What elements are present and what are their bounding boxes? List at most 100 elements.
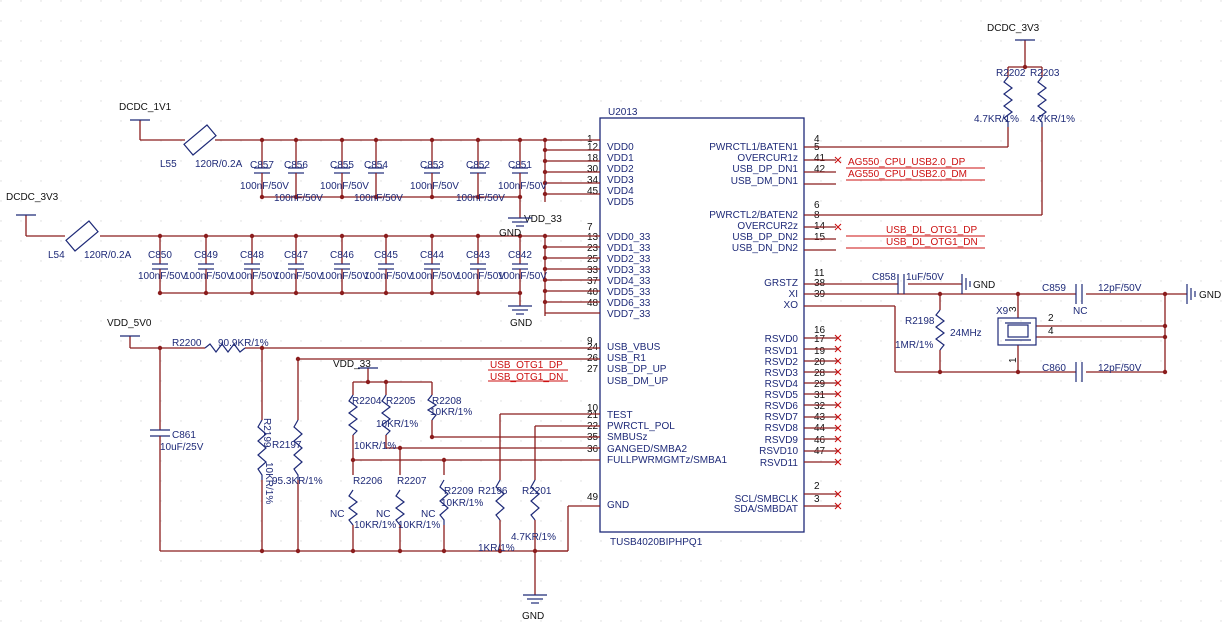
power-dcdc-1v1: DCDC_1V1	[119, 102, 172, 121]
ic-pin-name: VDD6_33	[607, 298, 651, 309]
cap-ref: C846	[330, 250, 354, 261]
svg-text:120R/0.2A: 120R/0.2A	[195, 159, 243, 170]
resistor-r2203[interactable]: R2203 4.7KR/1%	[1030, 68, 1075, 127]
svg-text:C860: C860	[1042, 363, 1066, 374]
crystal-x9[interactable]: X9 24MHz 3 2 4 1	[950, 306, 1054, 363]
cap-value: 100nF/50V	[230, 271, 279, 282]
capacitor-c848[interactable]: C848 100nF/50V	[230, 236, 279, 293]
ic-pin-name: RSVD4	[765, 379, 799, 390]
ic-pin-name: GRSTZ	[764, 278, 798, 289]
svg-text:3: 3	[1008, 306, 1019, 312]
ic-pin-name: VDD7_33	[607, 309, 651, 320]
ic-pin-name: FULLPWRMGMTz/SMBA1	[607, 455, 727, 466]
cap-ref: C843	[466, 250, 490, 261]
ic-pin-name: RSVD10	[759, 446, 798, 457]
ic-pin-number: 16	[814, 325, 826, 336]
cap-value: 100nF/50V	[498, 271, 547, 282]
ic-pin-number: 25	[587, 254, 599, 265]
ic-pin-number: 10	[587, 403, 599, 414]
svg-text:10KR/1%: 10KR/1%	[430, 407, 472, 418]
ic-pin-name: VDD1_33	[607, 243, 651, 254]
ic-pin-name: USB_DP_UP	[607, 364, 667, 375]
gnd-symbol-1: GND	[499, 217, 532, 239]
ic-pin-number: 9	[587, 336, 593, 347]
capacitor-c858[interactable]: C858 1uF/50V	[872, 272, 944, 294]
cap-ref: C848	[240, 250, 264, 261]
cap-value: 100nF/50V	[274, 193, 323, 204]
net-ag550-dp: AG550_CPU_USB2.0_DP	[848, 157, 966, 168]
svg-text:R2208: R2208	[432, 396, 462, 407]
capacitor-c860[interactable]: C860 12pF/50V	[1042, 362, 1142, 382]
net-label-lines	[488, 167, 985, 382]
cap-ref: C842	[508, 250, 532, 261]
svg-text:4.7KR/1%: 4.7KR/1%	[511, 532, 556, 543]
resistor-r2197[interactable]: R2197 95.3KR/1%	[272, 419, 323, 487]
svg-text:GND: GND	[510, 318, 532, 329]
resistor-r2198[interactable]: R2198 1MR/1%	[895, 309, 945, 351]
svg-text:NC: NC	[421, 509, 435, 520]
capacitor-c844[interactable]: C844 100nF/50V	[410, 236, 459, 293]
ic-pin-number: 48	[587, 298, 599, 309]
resistor-r2206[interactable]: R2206 NC 10KR/1%	[330, 476, 396, 531]
cap-value: 100nF/50V	[274, 271, 323, 282]
cap-value: 100nF/50V	[456, 271, 505, 282]
ic-pin-name: RSVD5	[765, 390, 799, 401]
svg-text:R2199: R2199	[261, 418, 272, 448]
resistor-r2205[interactable]: R2205 10KR/1%	[376, 394, 418, 436]
capacitor-c861[interactable]: C861 10uF/25V	[150, 429, 204, 453]
cap-value: 100nF/50V	[410, 271, 459, 282]
svg-text:R2200: R2200	[172, 338, 202, 349]
ferrite-l54[interactable]: L54 120R/0.2A	[48, 220, 132, 261]
svg-text:120R/0.2A: 120R/0.2A	[84, 250, 132, 261]
ic-pin-name: VDD2	[607, 164, 634, 175]
net-usb-dl-otg1-dp: USB_DL_OTG1_DP	[886, 225, 977, 236]
svg-text:DCDC_3V3: DCDC_3V3	[987, 23, 1040, 34]
ic-pin-name: SDA/SMBDAT	[734, 504, 798, 515]
svg-text:12pF/50V: 12pF/50V	[1098, 363, 1142, 374]
resistor-r2196[interactable]: R2196 1KR/1%	[478, 479, 515, 554]
svg-text:10uF/25V: 10uF/25V	[160, 442, 204, 453]
cap-ref: C853	[420, 160, 444, 171]
resistor-r2204[interactable]: R2204 10KR/1%	[348, 394, 396, 452]
resistor-r2201[interactable]: R2201 4.7KR/1%	[511, 479, 556, 543]
ic-pin-name: USB_DP_DN1	[732, 164, 798, 175]
resistor-r2202[interactable]: R2202 4.7KR/1%	[974, 68, 1026, 127]
svg-text:4: 4	[1048, 326, 1054, 337]
svg-text:1: 1	[1008, 357, 1019, 363]
cap-ref: C847	[284, 250, 308, 261]
svg-text:C859: C859	[1042, 283, 1066, 294]
svg-text:24MHz: 24MHz	[950, 328, 982, 339]
svg-text:R2202: R2202	[996, 68, 1026, 79]
no-connect-marks	[834, 156, 842, 510]
resistor-r2199[interactable]: R2199 10KR/1%	[257, 418, 274, 504]
resistor-r2209[interactable]: R2209 NC 10KR/1%	[421, 479, 483, 525]
ic-pin-name: VDD4_33	[607, 276, 651, 287]
ic-pin-number: 11	[814, 268, 825, 279]
ferrite-l55[interactable]: L55 120R/0.2A	[160, 124, 243, 170]
resistor-r2200[interactable]: R2200 90.9KR/1%	[172, 338, 269, 353]
resistor-r2207[interactable]: R2207 NC 10KR/1%	[376, 476, 440, 531]
resistor-r2208[interactable]: R2208 10KR/1%	[426, 394, 472, 421]
capacitor-c842[interactable]: C842 100nF/50V	[498, 236, 547, 293]
cap-ref: C854	[364, 160, 388, 171]
svg-text:DCDC_1V1: DCDC_1V1	[119, 102, 172, 113]
capacitor-c847[interactable]: C847 100nF/50V	[274, 236, 323, 293]
capacitor-c843[interactable]: C843 100nF/50V	[456, 236, 505, 293]
cap-ref: C844	[420, 250, 444, 261]
ic-pin-name: SCL/SMBCLK	[735, 494, 799, 505]
capacitor-c859[interactable]: C859 12pF/50V NC	[1042, 283, 1142, 317]
power-dcdc-3v3-left: DCDC_3V3	[6, 192, 59, 216]
gnd-symbol-5: GND	[1186, 284, 1221, 304]
